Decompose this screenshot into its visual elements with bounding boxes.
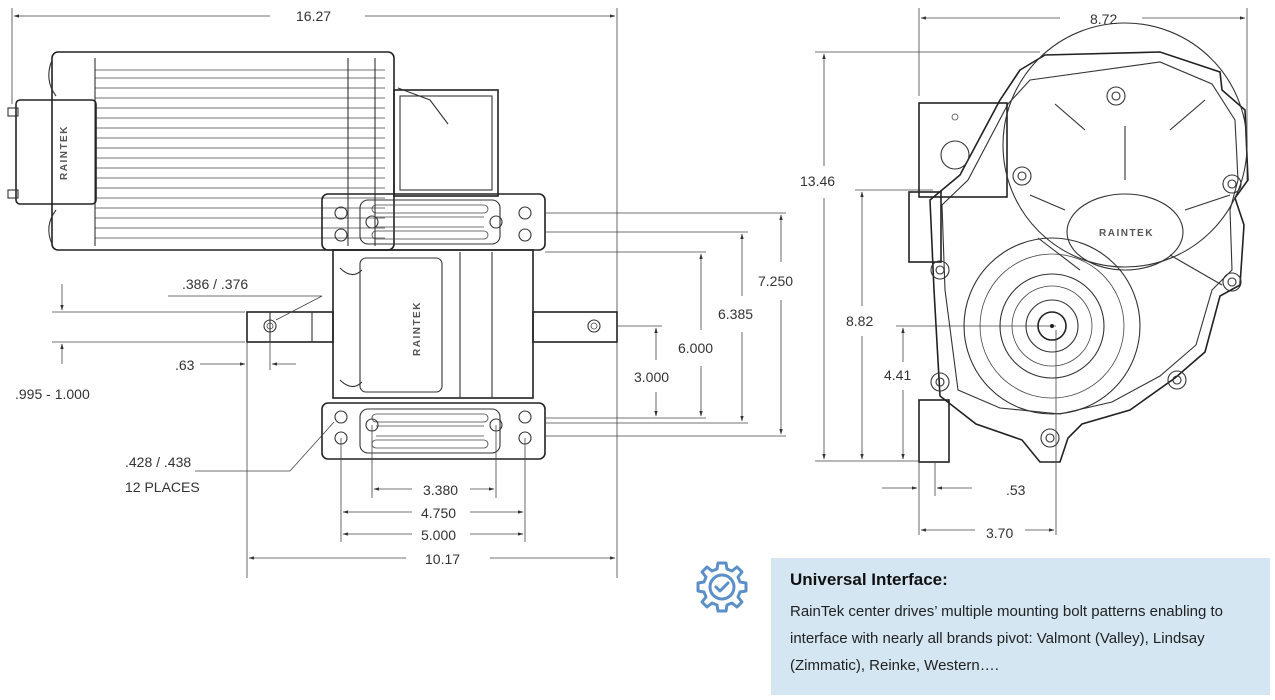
dim-overall-length: 16.27 [296,8,331,24]
dim-h-5000: 5.000 [421,527,456,543]
dim-v-7250: 7.250 [758,273,793,289]
callout-title: Universal Interface: [790,570,948,589]
gear-check-icon [693,558,751,616]
dim-shaft-range: .995 - 1.000 [15,386,90,402]
dim-width: 8.72 [1090,11,1117,27]
callout-body: RainTek center drives’ multiple mounting… [790,603,1224,674]
brand-label-gearbox-front: RAINTEK [1099,228,1154,239]
dim-v-6385: 6.385 [718,306,753,322]
dim-mount-length: 10.17 [425,551,460,567]
dim-height: 13.46 [800,173,835,189]
dim-h-3380: 3.380 [423,482,458,498]
dim-h-882: 8.82 [846,313,873,329]
dim-h-441: 4.41 [884,367,911,383]
side-view-drawing [7,8,786,578]
dim-w-370: 3.70 [986,525,1013,541]
brand-label-gearbox-side: RAINTEK [412,301,423,356]
dim-h-4750: 4.750 [421,505,456,521]
dim-hole-dia-small: .386 / .376 [182,276,248,292]
dim-hole-count: 12 PLACES [125,479,200,495]
universal-interface-callout: Universal Interface: RainTek center driv… [771,558,1270,695]
dim-hole-dia-mount: .428 / .438 [125,454,191,470]
dim-w-53: .53 [1006,482,1026,498]
dim-v-6000: 6.000 [678,340,713,356]
dim-offset-63: .63 [175,357,195,373]
front-view-drawing [815,8,1249,535]
dim-v-3000: 3.000 [634,369,669,385]
brand-label-motor: RAINTEK [59,125,70,180]
